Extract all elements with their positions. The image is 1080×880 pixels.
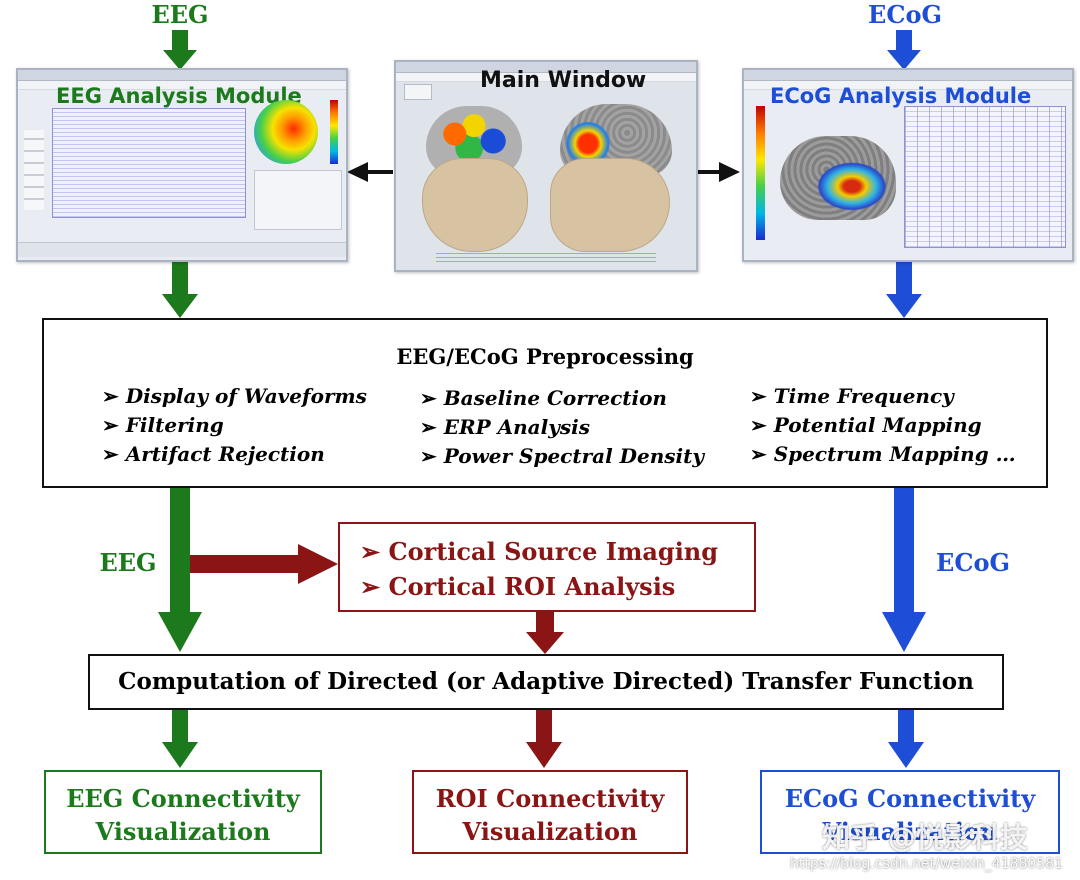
ecog-input-label: ECoG	[868, 0, 942, 29]
ecog-cortex-map-icon	[780, 136, 896, 220]
eeg-scalp-map-icon	[254, 100, 318, 164]
eeg-input-arrow	[163, 30, 197, 70]
eeg-to-preprocessing-arrow	[162, 262, 198, 318]
eeg-module-title: EEG Analysis Module	[56, 84, 302, 108]
dtf-to-roi-output-arrow	[526, 710, 562, 768]
eeg-status-bar	[18, 242, 346, 257]
ecog-analysis-module-window: ECoG Analysis Module	[742, 68, 1074, 262]
cortical-items: Cortical Source Imaging Cortical ROI Ana…	[360, 534, 750, 604]
eeg-analysis-module-window: EEG Analysis Module	[16, 68, 348, 262]
eeg-branch-label: EEG	[99, 548, 157, 577]
ecog-colorbar	[756, 106, 765, 240]
main-to-ecog-arrow	[697, 162, 740, 182]
main-window-side-button	[404, 84, 432, 100]
watermark-brand: 知乎 @悦影科技	[822, 821, 1028, 854]
eeg-input-label: EEG	[151, 0, 209, 29]
preprocessing-item: Baseline Correction	[420, 384, 740, 413]
dtf-box: Computation of Directed (or Adaptive Dir…	[88, 654, 1004, 710]
ecog-to-preprocessing-arrow	[886, 262, 922, 318]
main-window: Main Window	[394, 60, 698, 272]
eeg-colorbar	[330, 100, 338, 164]
head-with-fiber-tracts-image	[416, 102, 532, 252]
cortical-item: Cortical ROI Analysis	[360, 569, 750, 604]
eeg-to-cortical-arrow	[190, 544, 338, 584]
preprocessing-title: EEG/ECoG Preprocessing	[396, 344, 694, 369]
preprocessing-item: Time Frequency	[750, 382, 1040, 411]
eeg-control-panel	[254, 170, 342, 230]
preprocessing-column-2: Baseline Correction ERP Analysis Power S…	[420, 384, 740, 471]
head-with-cortex-image	[546, 102, 680, 252]
eeg-side-buttons	[24, 130, 44, 210]
preprocessing-item: Potential Mapping	[750, 411, 1040, 440]
preprocessing-item: ERP Analysis	[420, 413, 740, 442]
main-window-footer-lines	[436, 252, 656, 262]
preprocessing-item: Display of Waveforms	[102, 382, 402, 411]
dtf-title: Computation of Directed (or Adaptive Dir…	[118, 668, 974, 695]
main-to-eeg-arrow	[347, 162, 393, 182]
watermark-url: https://blog.csdn.net/weixin_41880581	[790, 856, 1064, 872]
eeg-waveform-plot	[52, 108, 246, 218]
preprocessing-item: Power Spectral Density	[420, 442, 740, 471]
preprocessing-item: Artifact Rejection	[102, 440, 402, 469]
dtf-to-eeg-output-arrow	[162, 710, 198, 768]
dtf-to-ecog-output-arrow	[888, 710, 924, 768]
ecog-branch-label: ECoG	[936, 548, 1010, 577]
preprocessing-item: Filtering	[102, 411, 402, 440]
cortical-to-dtf-arrow	[526, 612, 564, 654]
preprocessing-column-1: Display of Waveforms Filtering Artifact …	[102, 382, 402, 469]
ecog-module-title: ECoG Analysis Module	[770, 84, 1032, 108]
cortical-item: Cortical Source Imaging	[360, 534, 750, 569]
eeg-to-dtf-arrow	[158, 488, 202, 652]
ecog-input-arrow	[887, 30, 921, 70]
preprocessing-box: EEG/ECoG Preprocessing Display of Wavefo…	[42, 318, 1048, 488]
ecog-waveform-grid	[904, 106, 1066, 248]
main-window-title: Main Window	[480, 68, 647, 93]
ecog-to-dtf-arrow	[882, 488, 926, 652]
cortical-analysis-box: Cortical Source Imaging Cortical ROI Ana…	[338, 522, 756, 612]
preprocessing-column-3: Time Frequency Potential Mapping Spectru…	[750, 382, 1040, 469]
preprocessing-item: Spectrum Mapping …	[750, 440, 1040, 469]
